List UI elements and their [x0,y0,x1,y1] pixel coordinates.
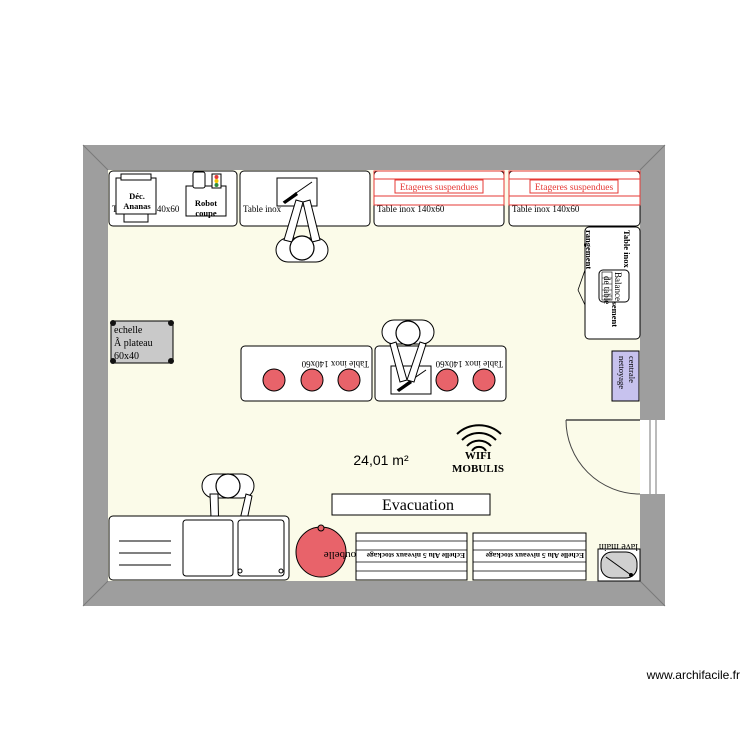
storage-rack-2[interactable]: Echelle Alu 5 niveaux stockage [472,532,587,581]
sink-unit[interactable] [108,515,290,581]
burner [337,368,361,392]
top-table-4-label: Table inox 140x60 [512,204,580,214]
wifi-label: WIFI [465,450,491,462]
cart-wheel [168,320,174,326]
wall-corner [639,144,666,171]
cleaning-label-1: centrale [627,356,637,383]
center-table-left[interactable]: Table inox 140x60 [240,345,373,402]
decor-line [577,269,586,291]
table-scale[interactable]: Balance de table [598,269,630,304]
robot-coupe-led-green [214,183,219,187]
right-table-label-3: assement [610,294,620,327]
person-icon [275,199,329,263]
robot-coupe-led-yellow [214,179,219,183]
tray-rack-cart[interactable]: echelle Ã plateau 60x40 [110,320,174,364]
door-swing-arc [565,419,641,495]
hand-wash-label: lave main [599,541,638,552]
trash-bin-label: Poubelle [324,549,363,561]
right-table-label-1: Table inox [622,230,632,268]
cart-label-1: echelle [114,325,143,336]
storage-rack-1-label: Echelle Alu 5 niveaux stockage [366,551,465,560]
scale-label-1: Balance [613,272,623,301]
burner [472,368,496,392]
evacuation-sign: Evacuation [331,493,491,516]
hanging-shelves-4-label: Etageres suspendues [535,183,614,193]
burner [435,368,459,392]
wall-corner [639,580,666,607]
watermark-text: www.archifacile.fr [646,668,740,682]
cart-wheel [110,358,116,364]
wifi-network-name: MOBULIS [452,463,504,475]
shelf-label-box [394,179,484,194]
pineapple-peeler-top [120,173,152,181]
top-table-1[interactable]: Table inox 140x60 Déc. Ananas Robot coup… [108,170,238,227]
door-opening [640,420,665,494]
wall-corner [82,144,109,171]
center-table-right[interactable]: Table inox 140x60 [374,345,507,402]
top-table-2-label: Table inox [243,204,282,214]
person-icon [381,319,435,383]
robot-coupe-label-1: Robot [195,198,217,208]
trash-bin[interactable]: Poubelle [295,524,363,578]
robot-coupe-label-2: coupe [195,208,216,218]
scale-label-2: de table [602,276,612,304]
hanging-shelves-4 [508,170,641,206]
burner [300,368,324,392]
knife-handle [283,192,298,204]
robot-coupe-bowl [192,171,206,189]
bin-handle [317,524,325,532]
right-table-label-2: rangement [584,230,594,269]
cart-label-3: 60x40 [114,351,139,362]
knife-handle [397,380,412,392]
center-table-right-label: Table inox 140x60 [435,359,503,369]
faucet-icon [605,556,632,576]
hanging-shelves-3 [373,170,505,206]
shelf-label-box [529,179,619,194]
sink-drain [278,568,284,574]
cleaning-station[interactable]: centrale nettoyage [611,350,640,402]
wall-corner [82,580,109,607]
cart-label-2: Ã plateau [114,337,153,349]
storage-rack-2-label: Echelle Alu 5 niveaux stockage [485,551,584,560]
pineapple-peeler-label-2: Ananas [123,201,151,211]
hanging-shelves-3-label: Etageres suspendues [400,183,479,193]
storage-rack-1[interactable]: Echelle Alu 5 niveaux stockage [355,532,468,581]
pineapple-peeler-label-1: Déc. [129,191,145,201]
robot-coupe-led-red [214,175,219,179]
drain-icon [629,573,633,577]
sink-basin [182,519,234,577]
top-table-3-label: Table inox 140x60 [377,204,445,214]
top-table-2[interactable]: Table inox [239,170,371,227]
room-area: 24,01 m² [353,452,409,468]
top-table-4[interactable]: Etageres suspendues Table inox 140x60 [508,170,641,227]
burner [262,368,286,392]
robot-coupe[interactable] [185,185,227,217]
cart-wheel [110,320,116,326]
cart-wheel [168,358,174,364]
sink-basin [237,519,285,577]
pineapple-peeler-base [123,213,149,223]
evacuation-label: Evacuation [382,497,454,514]
top-table-3[interactable]: Etageres suspendues Table inox 140x60 [373,170,505,227]
cleaning-label-2: nettoyage [617,356,627,389]
hand-wash-basin[interactable]: lave main [597,541,641,582]
decor-line [577,289,586,306]
center-table-left-label: Table inox 140x60 [301,359,369,369]
sink-drain [237,568,243,574]
wifi-icon [456,424,502,452]
